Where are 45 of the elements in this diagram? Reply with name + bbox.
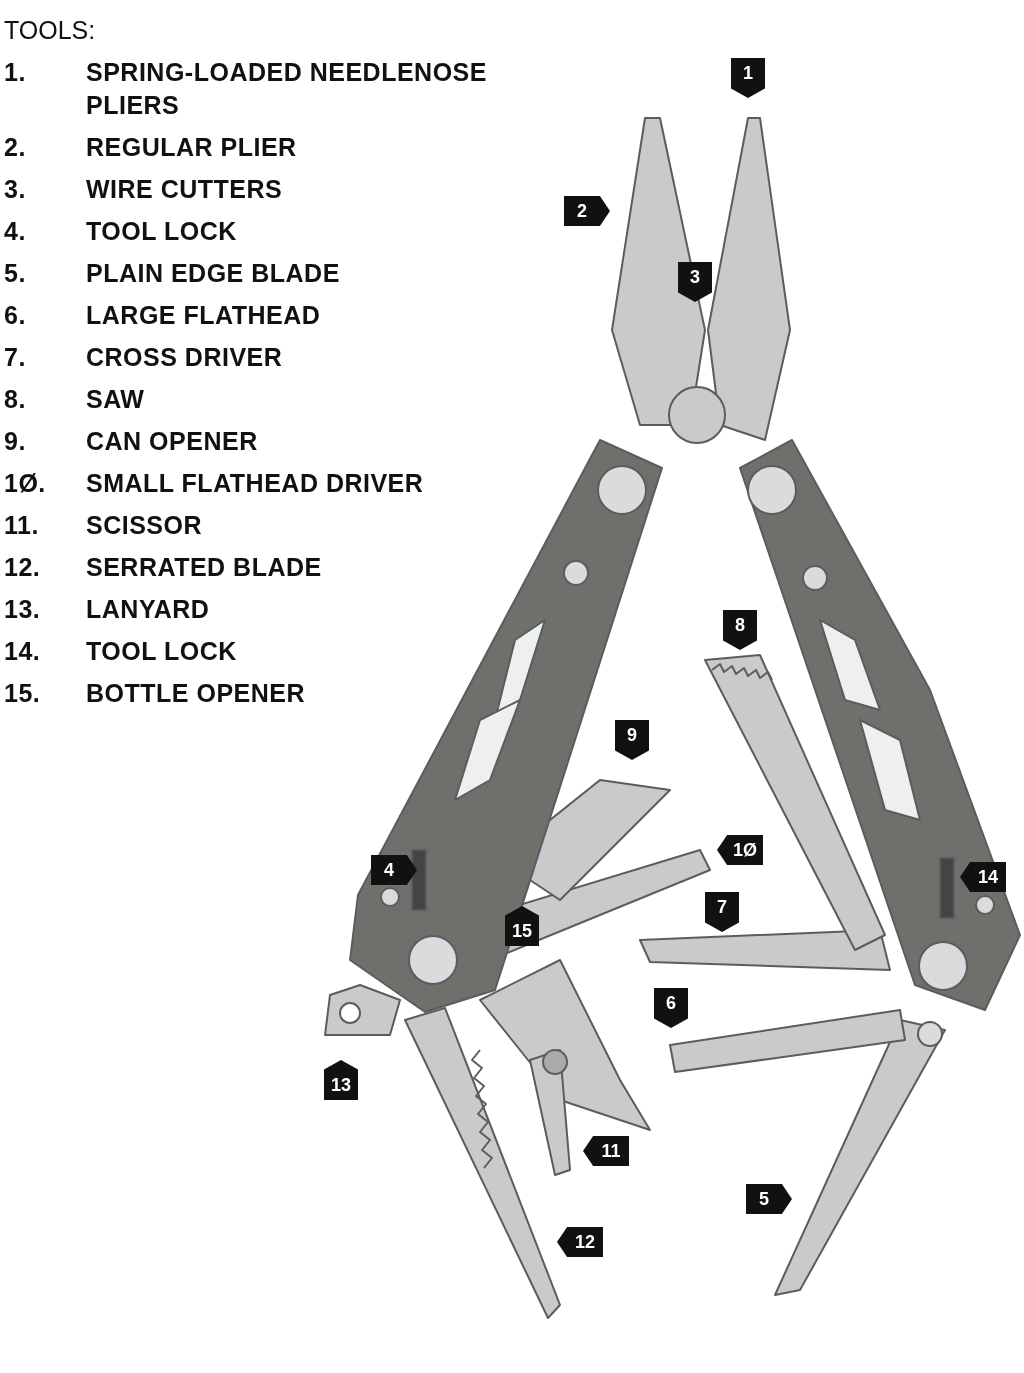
- callout-number: 1Ø: [717, 835, 763, 865]
- tool-name: SERRATED BLADE: [86, 552, 323, 583]
- tool-name: SPRING-LOADED NEEDLENOSE PLIERS: [86, 57, 488, 121]
- tool-name: WIRE CUTTERS: [86, 174, 284, 205]
- title: TOOLS:: [4, 16, 96, 45]
- tool-name: SCISSOR: [86, 510, 204, 541]
- callout-number: 3: [678, 262, 712, 302]
- list-number: 11.: [4, 510, 40, 541]
- tool-name: CROSS DRIVER: [86, 342, 284, 373]
- tool-name: TOOL LOCK: [86, 216, 238, 247]
- list-number: 9.: [4, 426, 27, 457]
- list-number: 6.: [4, 300, 27, 331]
- tool-name: PLAIN EDGE BLADE: [86, 258, 341, 289]
- callout-number: 2: [564, 196, 610, 226]
- list-number: 14.: [4, 636, 42, 667]
- list-number: 12.: [4, 552, 42, 583]
- callout-number: 6: [654, 988, 688, 1028]
- callout-number: 12: [557, 1227, 603, 1257]
- list-number: 3.: [4, 174, 27, 205]
- list-number: 2.: [4, 132, 27, 163]
- callout-number: 4: [371, 855, 417, 885]
- callout-number: 9: [615, 720, 649, 760]
- list-number: 15.: [4, 678, 42, 709]
- list-number: 1Ø.: [4, 468, 47, 499]
- list-number: 13.: [4, 594, 42, 625]
- list-number: 1.: [4, 57, 27, 88]
- tool-name: TOOL LOCK: [86, 636, 238, 667]
- tool-name: SAW: [86, 384, 146, 415]
- tool-name: REGULAR PLIER: [86, 132, 298, 163]
- tool-name: LANYARD: [86, 594, 211, 625]
- tool-name: SMALL FLATHEAD DRIVER: [86, 468, 425, 499]
- callout-number: 1: [731, 58, 765, 98]
- callout-number: 14: [960, 862, 1006, 892]
- callout-number: 11: [583, 1136, 629, 1166]
- callout-number: 5: [746, 1184, 792, 1214]
- list-number: 8.: [4, 384, 27, 415]
- tool-name: CAN OPENER: [86, 426, 259, 457]
- callout-number: 13: [324, 1060, 358, 1100]
- tool-name: BOTTLE OPENER: [86, 678, 306, 709]
- list-number: 4.: [4, 216, 27, 247]
- tool-name: LARGE FLATHEAD: [86, 300, 322, 331]
- list-number: 5.: [4, 258, 27, 289]
- list-number: 7.: [4, 342, 27, 373]
- callout-number: 8: [723, 610, 757, 650]
- callout-number: 7: [705, 892, 739, 932]
